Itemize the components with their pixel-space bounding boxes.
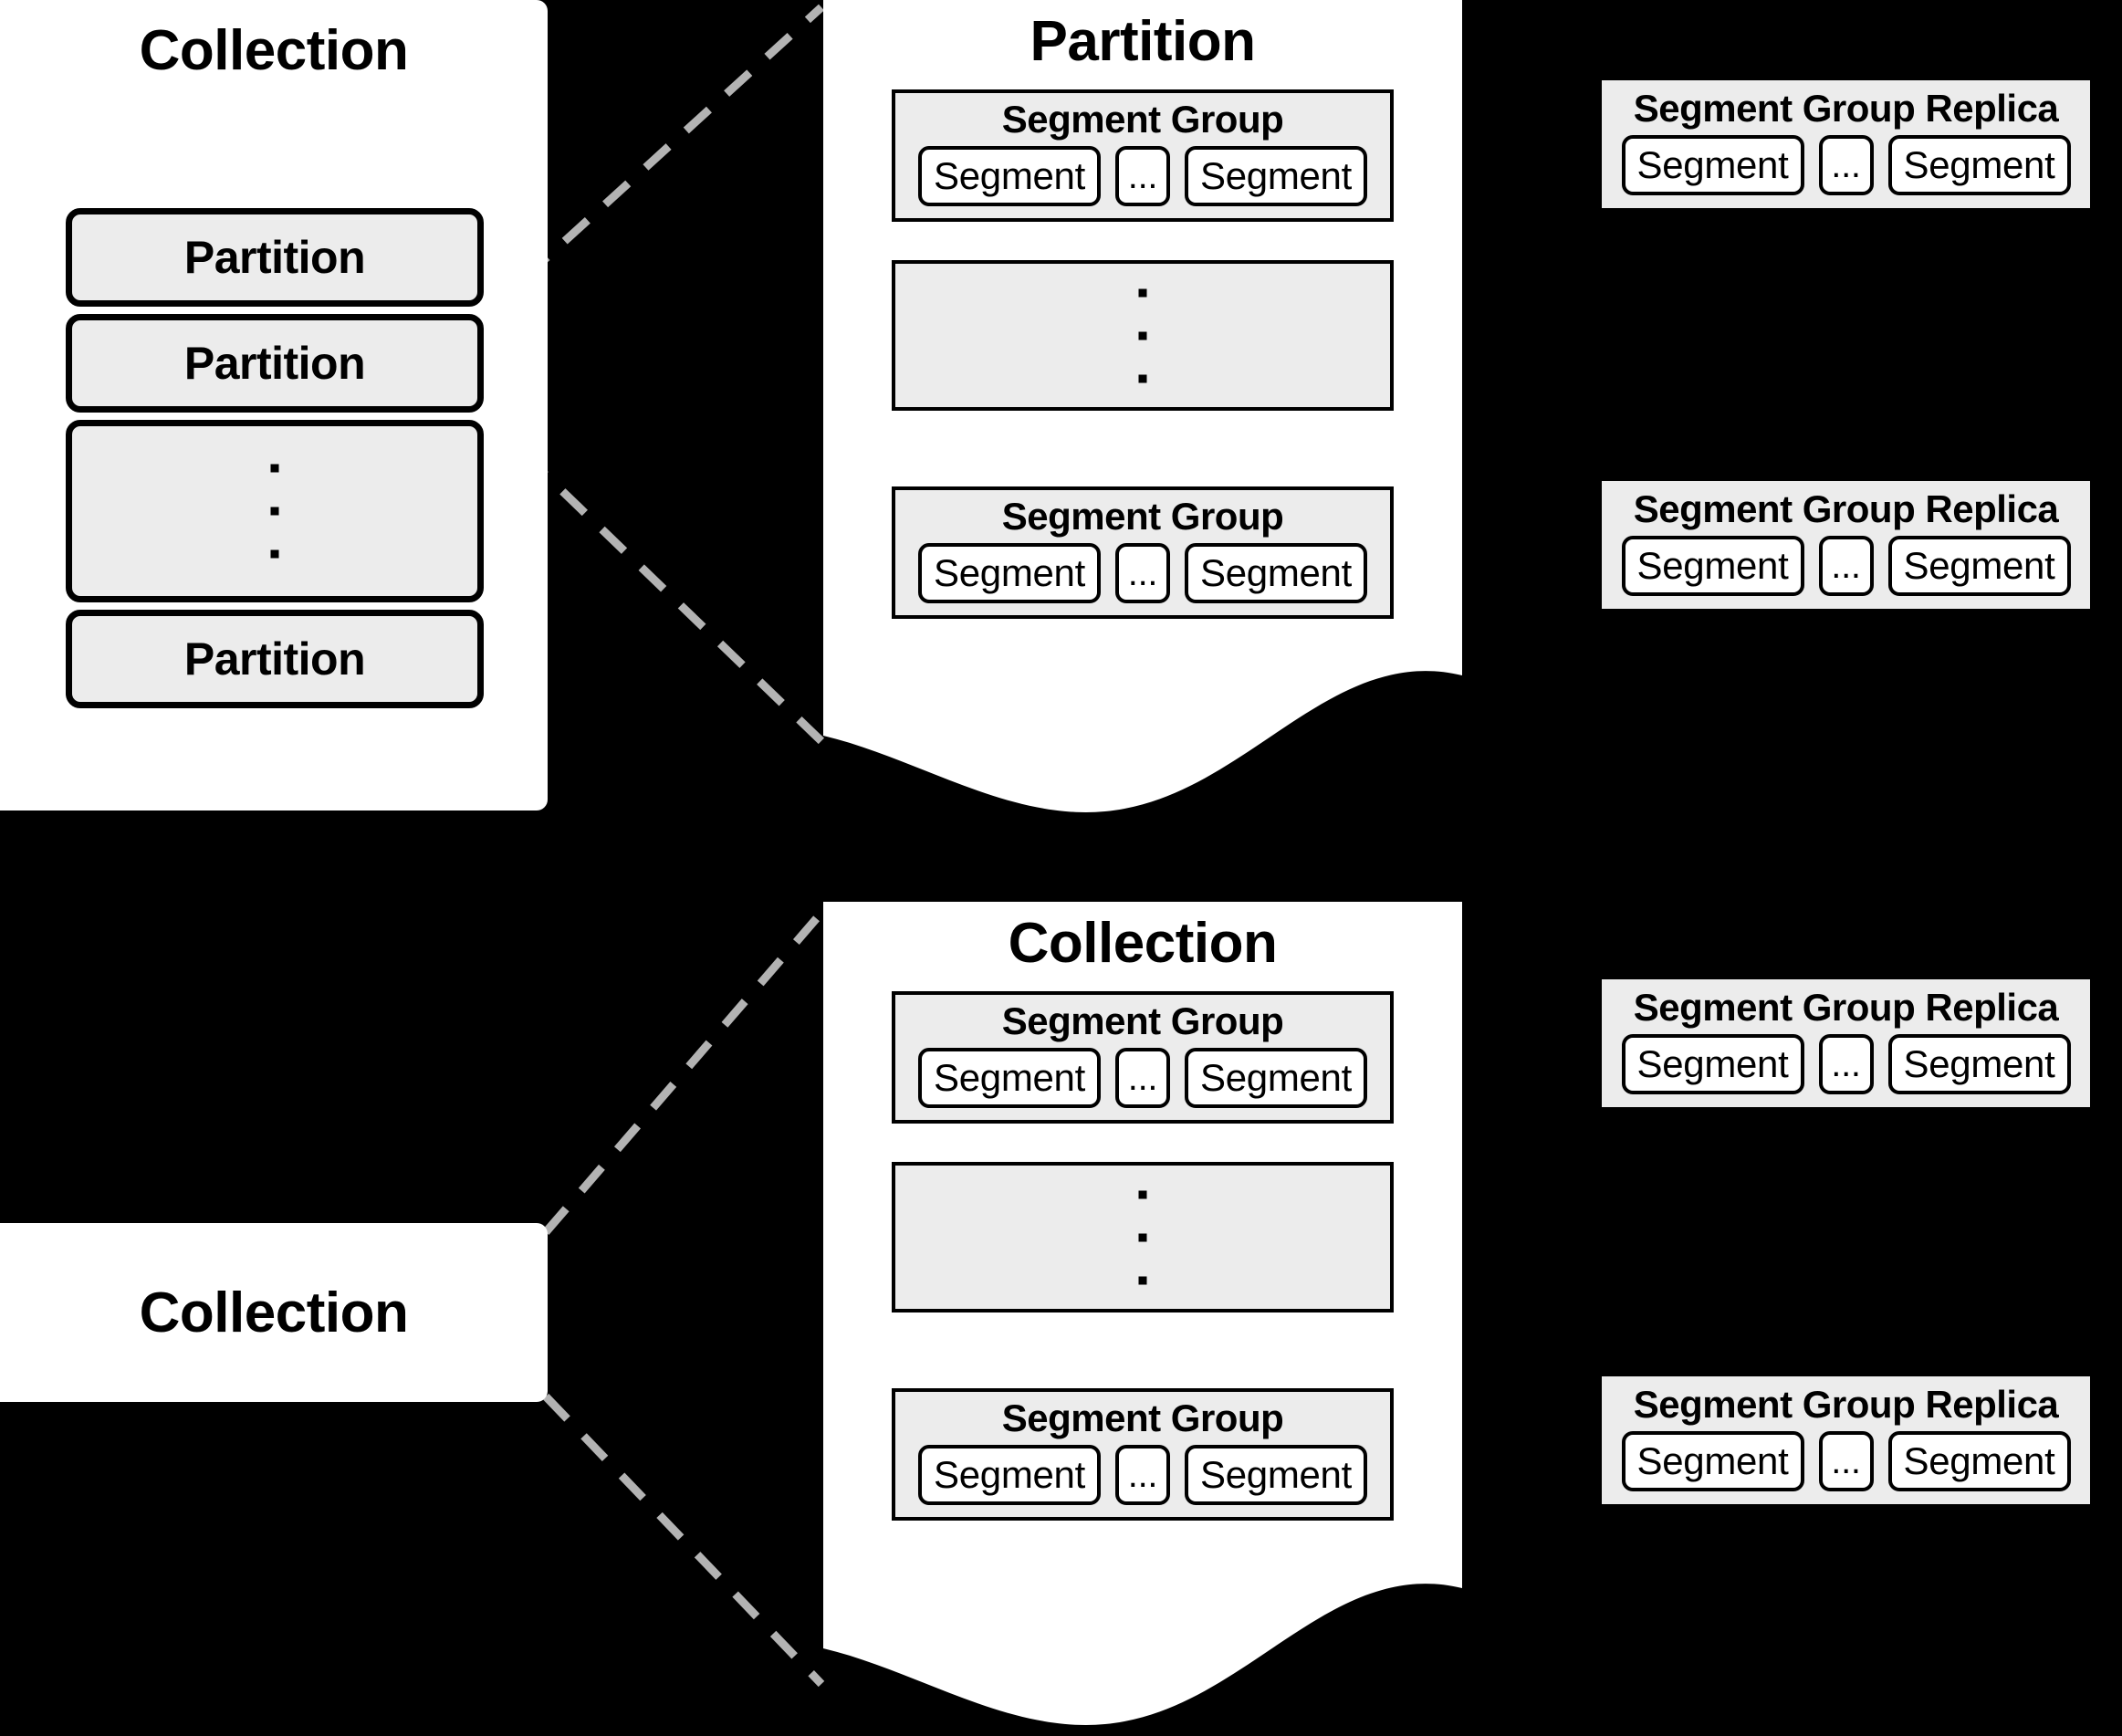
segment-box[interactable]: Segment — [1887, 1034, 2071, 1094]
segment-box[interactable]: Segment — [918, 146, 1101, 206]
top-replica-2[interactable]: Segment Group Replica Segment ... Segmen… — [1602, 481, 2090, 609]
top-partition-row-ellipsis — [66, 420, 484, 602]
segment-box[interactable]: Segment — [918, 1445, 1101, 1505]
segment-row: Segment ... Segment — [895, 543, 1390, 603]
segment-row: Segment ... Segment — [1602, 1431, 2090, 1491]
segment-box[interactable]: Segment — [918, 1048, 1101, 1108]
bottom-segment-group-1[interactable]: Segment Group Segment ... Segment — [892, 991, 1394, 1124]
segment-box[interactable]: Segment — [1621, 135, 1804, 195]
top-collection-card[interactable]: Collection Partition Partition Partition — [0, 0, 548, 810]
connector-bottom-upper — [542, 910, 825, 1235]
partition-label: Partition — [183, 232, 366, 283]
replica-title: Segment Group Replica — [1633, 1383, 2059, 1426]
top-partition-row-4[interactable]: Partition — [66, 610, 484, 708]
segment-ellipsis-box: ... — [1115, 146, 1170, 206]
segment-box[interactable]: Segment — [1185, 1048, 1367, 1108]
segment-row: Segment ... Segment — [1602, 1034, 2090, 1094]
segment-row: Segment ... Segment — [1602, 536, 2090, 596]
top-partition-panel-title: Partition — [1030, 10, 1256, 73]
segment-ellipsis-box: ... — [1818, 135, 1874, 195]
segment-group-title: Segment Group — [1001, 1396, 1284, 1439]
segment-row: Segment ... Segment — [1602, 135, 2090, 195]
top-partition-panel: Partition Segment Group Segment ... Segm… — [823, 0, 1462, 821]
segment-ellipsis-box: ... — [1115, 543, 1170, 603]
segment-box[interactable]: Segment — [1185, 1445, 1367, 1505]
segment-ellipsis-box: ... — [1115, 1048, 1170, 1108]
segment-row: Segment ... Segment — [895, 146, 1390, 206]
segment-box[interactable]: Segment — [1621, 1431, 1804, 1491]
vertical-ellipsis-icon — [1138, 1190, 1147, 1284]
segment-ellipsis-box: ... — [1818, 1431, 1874, 1491]
bottom-segment-group-2[interactable]: Segment Group Segment ... Segment — [892, 1388, 1394, 1521]
segment-ellipsis-box: ... — [1818, 1034, 1874, 1094]
segment-box[interactable]: Segment — [1887, 536, 2071, 596]
vertical-ellipsis-icon — [1138, 288, 1147, 382]
top-segment-group-ellipsis — [892, 260, 1394, 411]
bottom-collection-card[interactable]: Collection — [0, 1223, 548, 1402]
replica-title: Segment Group Replica — [1633, 487, 2059, 530]
segment-row: Segment ... Segment — [895, 1048, 1390, 1108]
segment-box[interactable]: Segment — [1621, 1034, 1804, 1094]
partition-label: Partition — [183, 633, 366, 685]
segment-group-title: Segment Group — [1001, 495, 1284, 538]
connector-bottom-lower — [542, 1393, 825, 1688]
bottom-collection-panel: Collection Segment Group Segment ... Seg… — [823, 902, 1462, 1736]
segment-box[interactable]: Segment — [918, 543, 1101, 603]
segment-box[interactable]: Segment — [1185, 146, 1367, 206]
segment-box[interactable]: Segment — [1621, 536, 1804, 596]
segment-ellipsis-box: ... — [1115, 1445, 1170, 1505]
segment-box[interactable]: Segment — [1887, 135, 2071, 195]
bottom-collection-title: Collection — [139, 1281, 409, 1344]
top-segment-group-2[interactable]: Segment Group Segment ... Segment — [892, 486, 1394, 619]
top-collection-title: Collection — [139, 19, 409, 82]
vertical-ellipsis-icon — [270, 464, 279, 559]
bottom-replica-2[interactable]: Segment Group Replica Segment ... Segmen… — [1602, 1376, 2090, 1504]
segment-row: Segment ... Segment — [895, 1445, 1390, 1505]
segment-box[interactable]: Segment — [1185, 543, 1367, 603]
top-partition-row-2[interactable]: Partition — [66, 314, 484, 413]
segment-box[interactable]: Segment — [1887, 1431, 2071, 1491]
top-segment-group-1[interactable]: Segment Group Segment ... Segment — [892, 89, 1394, 222]
segment-group-title: Segment Group — [1001, 999, 1284, 1042]
segment-group-title: Segment Group — [1001, 98, 1284, 141]
bottom-collection-panel-title: Collection — [1008, 912, 1278, 975]
bottom-replica-1[interactable]: Segment Group Replica Segment ... Segmen… — [1602, 979, 2090, 1107]
replica-title: Segment Group Replica — [1633, 87, 2059, 130]
top-partition-row-1[interactable]: Partition — [66, 208, 484, 307]
top-replica-1[interactable]: Segment Group Replica Segment ... Segmen… — [1602, 80, 2090, 208]
segment-ellipsis-box: ... — [1818, 536, 1874, 596]
partition-label: Partition — [183, 338, 366, 389]
bottom-segment-group-ellipsis — [892, 1162, 1394, 1312]
replica-title: Segment Group Replica — [1633, 986, 2059, 1029]
